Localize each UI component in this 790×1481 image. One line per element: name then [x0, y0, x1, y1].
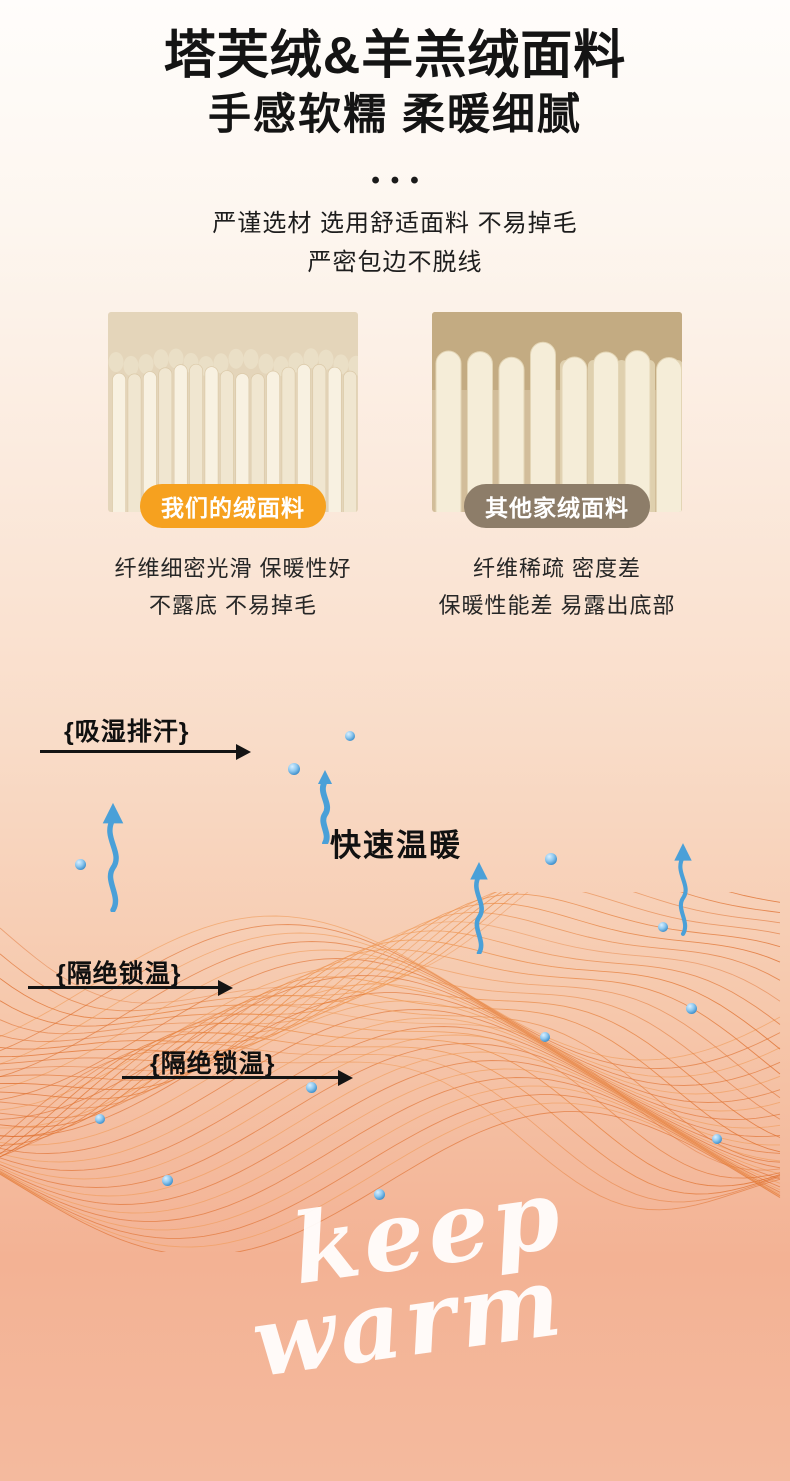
fabric-comparison: 我们的绒面料 纤维细密光滑 保暖性好 不露底 不易掉毛 其他家绒面料 纤维稀疏 …: [0, 312, 790, 624]
sparse-fabric-illustration: [432, 312, 682, 513]
our-fabric-column: 我们的绒面料 纤维细密光滑 保暖性好 不露底 不易掉毛: [108, 312, 358, 624]
keep-warm-watermark-line2: warm: [245, 1243, 572, 1400]
desc-line-2: 严密包边不脱线: [307, 249, 483, 277]
our-fabric-caption-1: 纤维细密光滑 保暖性好: [114, 556, 352, 582]
other-fabric-badge: 其他家绒面料: [464, 484, 650, 529]
other-fabric-caption-2: 保暖性能差 易露出底部: [438, 593, 676, 619]
water-dot-icon: [545, 853, 557, 866]
moisture-arrow-icon: [40, 744, 251, 761]
water-dot-icon: [288, 763, 300, 776]
fabric-wave-mesh: [0, 892, 781, 1253]
our-fabric-badge: 我们的绒面料: [140, 484, 326, 529]
other-fabric-caption-1: 纤维稀疏 密度差: [472, 556, 642, 582]
heat-lock-label-2: {隔绝锁温}: [150, 1050, 276, 1079]
our-fabric-caption-2: 不露底 不易掉毛: [148, 593, 318, 619]
quick-warm-label: 快速温暖: [330, 828, 462, 864]
our-fabric-image: 我们的绒面料: [108, 312, 358, 529]
other-fabric-column: 其他家绒面料 纤维稀疏 密度差 保暖性能差 易露出底部: [432, 312, 682, 624]
water-dot-icon: [75, 859, 86, 871]
heat-lock-label-1: {隔绝锁温}: [56, 960, 182, 989]
function-diagram: {吸湿排汗} 快速温暖 {隔绝锁温} {隔绝锁温} keep warm: [0, 624, 790, 1481]
page-title: 塔芙绒&羊羔绒面料: [163, 27, 627, 85]
dense-fabric-illustration: [108, 312, 358, 513]
heat-lock-arrow-1-icon: [28, 980, 233, 997]
dots-separator: •••: [371, 167, 430, 195]
desc-line-1: 严谨选材 选用舒适面料 不易掉毛: [212, 210, 578, 238]
heat-lock-arrow-2-icon: [122, 1070, 353, 1087]
moisture-wicking-label: {吸湿排汗}: [64, 718, 190, 747]
page-subtitle: 手感软糯 柔暖细腻: [208, 91, 582, 140]
water-dot-icon: [345, 731, 355, 742]
other-fabric-image: 其他家绒面料: [432, 312, 682, 529]
header: 塔芙绒&羊羔绒面料 手感软糯 柔暖细腻 ••• 严谨选材 选用舒适面料 不易掉毛…: [0, 0, 790, 276]
